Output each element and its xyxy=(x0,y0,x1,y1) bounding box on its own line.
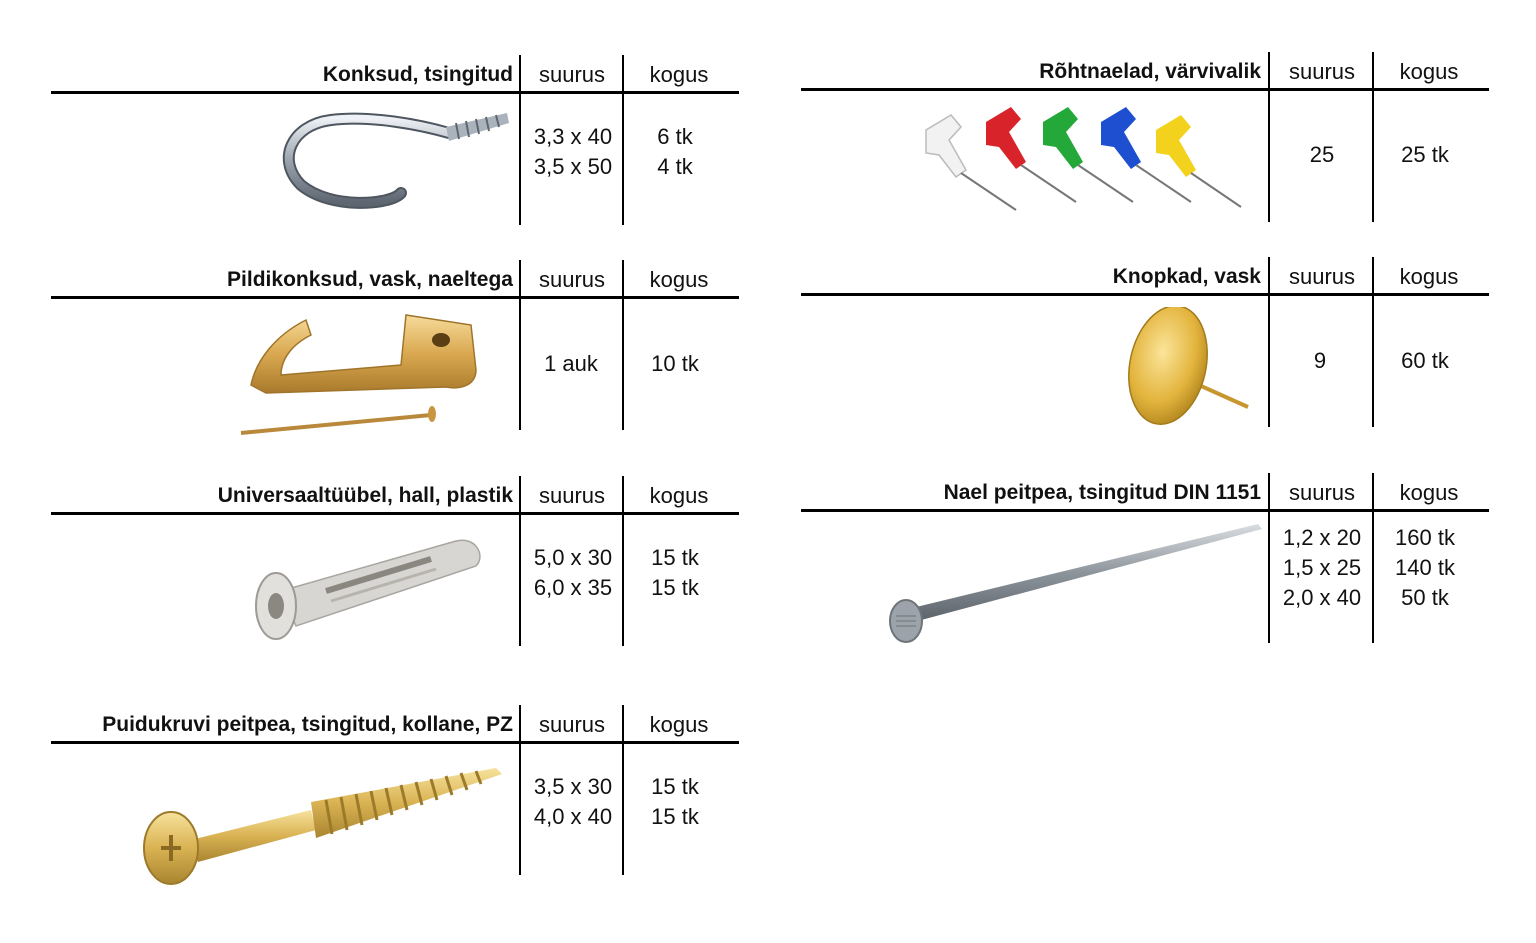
size-value: 1 auk xyxy=(544,351,598,376)
size-header: suurus xyxy=(1288,480,1356,505)
size-value: 5,0 x 30 xyxy=(533,545,613,570)
qty-value: 4 tk xyxy=(657,154,693,179)
qty-header: kogus xyxy=(1399,264,1459,289)
product-block-thumbtack: Knopkad, vask suurus kogus 9 60 tk xyxy=(801,257,1491,429)
size-value: 1,5 x 25 xyxy=(1282,555,1362,580)
column-divider xyxy=(622,260,624,430)
product-block-picture-hooks: Pildikonksud, vask, naeltega suurus kogu… xyxy=(51,260,741,435)
size-value: 1,2 x 20 xyxy=(1282,525,1362,550)
column-divider xyxy=(1268,52,1270,222)
qty-value: 140 tk xyxy=(1395,555,1455,580)
product-name: Pildikonksud, vask, naeltega xyxy=(227,268,513,291)
product-block-wall-plug: Universaaltüübel, hall, plastik suurus k… xyxy=(51,476,741,648)
product-block-hooks: Konksud, tsingitud suurus kogus 3,3 x 40… xyxy=(51,55,741,227)
size-header: suurus xyxy=(538,483,606,508)
qty-value: 15 tk xyxy=(651,545,699,570)
qty-value: 15 tk xyxy=(651,774,699,799)
column-divider xyxy=(519,476,521,646)
column-divider xyxy=(1268,257,1270,427)
header-rule xyxy=(51,296,739,299)
qty-value: 60 tk xyxy=(1401,348,1449,373)
qty-header: kogus xyxy=(1399,59,1459,84)
wall-plug-icon xyxy=(255,539,481,640)
size-header: suurus xyxy=(538,712,606,737)
qty-header: kogus xyxy=(649,62,709,87)
size-value: 3,5 x 50 xyxy=(533,154,613,179)
column-divider xyxy=(622,55,624,225)
product-name: Konksud, tsingitud xyxy=(322,63,513,86)
header-rule xyxy=(801,293,1489,296)
size-value: 2,0 x 40 xyxy=(1282,585,1362,610)
column-divider xyxy=(519,55,521,225)
qty-value: 25 tk xyxy=(1401,142,1449,167)
column-divider xyxy=(519,260,521,430)
product-block-nail: Nael peitpea, tsingitud DIN 1151 suurus … xyxy=(801,473,1491,645)
thumbtack-icon xyxy=(1128,307,1249,425)
header-rule xyxy=(51,91,739,94)
product-block-wood-screw: Puidukruvi peitpea, tsingitud, kollane, … xyxy=(51,705,741,885)
qty-header: kogus xyxy=(649,267,709,292)
nail-icon xyxy=(889,524,1262,643)
size-value: 3,5 x 30 xyxy=(533,774,613,799)
qty-header: kogus xyxy=(1399,480,1459,505)
column-divider xyxy=(519,705,521,875)
size-value: 6,0 x 35 xyxy=(533,575,613,600)
wood-screw-icon xyxy=(143,768,502,885)
header-rule xyxy=(801,509,1489,512)
size-header: suurus xyxy=(538,267,606,292)
qty-header: kogus xyxy=(649,483,709,508)
size-value: 9 xyxy=(1313,348,1327,373)
product-block-push-pins: Rõhtnaelad, värvivalik suurus kogus 25 2… xyxy=(801,52,1491,224)
hook-icon xyxy=(282,112,509,209)
header-rule xyxy=(801,88,1489,91)
product-name: Nael peitpea, tsingitud DIN 1151 xyxy=(943,481,1261,504)
qty-value: 50 tk xyxy=(1401,585,1449,610)
column-divider xyxy=(1372,473,1374,643)
column-divider xyxy=(1268,473,1270,643)
picture-hook-icon xyxy=(240,314,477,435)
column-divider xyxy=(1372,52,1374,222)
qty-value: 6 tk xyxy=(657,124,693,149)
header-rule xyxy=(51,512,739,515)
qty-value: 160 tk xyxy=(1395,525,1455,550)
qty-header: kogus xyxy=(649,712,709,737)
size-header: suurus xyxy=(1288,264,1356,289)
column-divider xyxy=(1372,257,1374,427)
product-name: Universaaltüübel, hall, plastik xyxy=(217,484,513,507)
header-rule xyxy=(51,741,739,744)
size-value: 3,3 x 40 xyxy=(533,124,613,149)
product-name: Knopkad, vask xyxy=(1112,265,1261,288)
size-header: suurus xyxy=(538,62,606,87)
product-name: Puidukruvi peitpea, tsingitud, kollane, … xyxy=(102,713,513,736)
qty-value: 15 tk xyxy=(651,804,699,829)
column-divider xyxy=(622,476,624,646)
push-pins-icon xyxy=(925,107,1242,211)
size-header: suurus xyxy=(1288,59,1356,84)
column-divider xyxy=(622,705,624,875)
qty-value: 15 tk xyxy=(651,575,699,600)
size-value: 25 xyxy=(1309,142,1335,167)
qty-value: 10 tk xyxy=(651,351,699,376)
size-value: 4,0 x 40 xyxy=(533,804,613,829)
product-name: Rõhtnaelad, värvivalik xyxy=(1039,60,1261,83)
